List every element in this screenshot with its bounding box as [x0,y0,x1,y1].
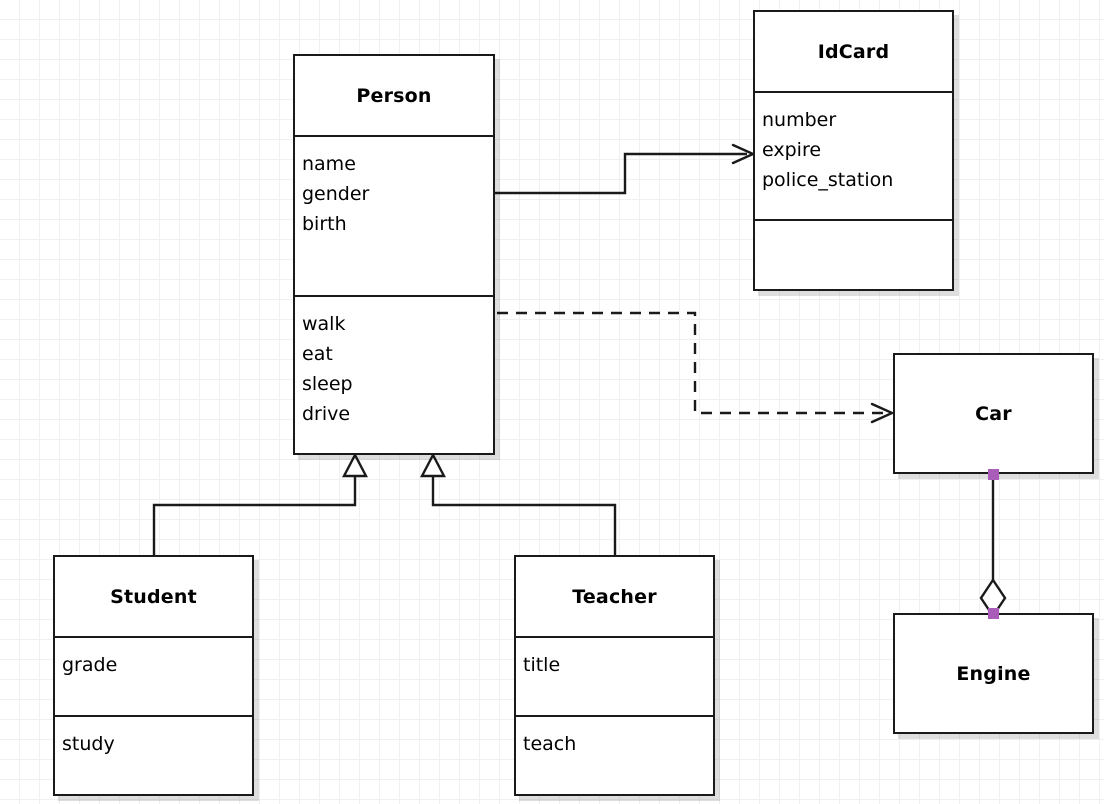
class-name-idcard: IdCard [817,40,890,63]
edge-person-car[interactable] [497,311,894,424]
class-member: walk [302,313,346,335]
class-operations-idcard [755,219,952,289]
class-member: birth [302,213,347,235]
class-header-teacher: Teacher [516,557,713,636]
class-header-car: Car [895,355,1092,472]
class-attributes-idcard: number expire police_station [755,91,952,219]
uml-class-idcard[interactable]: IdCard number expire police_station [753,10,954,291]
class-member: title [523,654,561,676]
class-member: eat [302,343,333,365]
class-operations-student: study [55,715,252,794]
class-operations-teacher: teach [516,715,713,794]
class-name-student: Student [110,585,197,608]
class-member: teach [523,733,577,755]
edge-handle-car-end[interactable] [988,469,999,480]
class-member: police_station [762,169,894,191]
class-member: number [762,109,837,131]
edge-car-engine[interactable] [979,474,1007,619]
edge-handle-engine-end[interactable] [988,608,999,619]
class-operations-person: walk eat sleep drive [295,295,493,453]
uml-class-student[interactable]: Student grade study [53,555,254,796]
class-member: grade [62,654,118,676]
uml-class-person[interactable]: Person name gender birth walk eat sleep … [293,54,495,455]
class-attributes-person: name gender birth [295,135,493,295]
class-attributes-teacher: title [516,636,713,715]
class-header-student: Student [55,557,252,636]
edge-student-person[interactable] [152,452,368,556]
class-name-engine: Engine [956,662,1031,685]
edge-person-idcard[interactable] [495,143,755,195]
edge-teacher-person[interactable] [420,452,617,556]
uml-class-teacher[interactable]: Teacher title teach [514,555,715,796]
uml-class-engine[interactable]: Engine [893,613,1094,734]
class-member: gender [302,183,370,205]
class-header-person: Person [295,56,493,135]
class-header-engine: Engine [895,615,1092,732]
class-attributes-student: grade [55,636,252,715]
class-member: expire [762,139,822,161]
class-name-car: Car [975,402,1012,425]
class-header-idcard: IdCard [755,12,952,91]
class-name-person: Person [356,84,432,107]
uml-class-car[interactable]: Car [893,353,1094,474]
class-name-teacher: Teacher [572,585,657,608]
class-member: study [62,733,115,755]
class-member: drive [302,403,351,425]
class-member: name [302,153,356,175]
class-member: sleep [302,373,353,395]
